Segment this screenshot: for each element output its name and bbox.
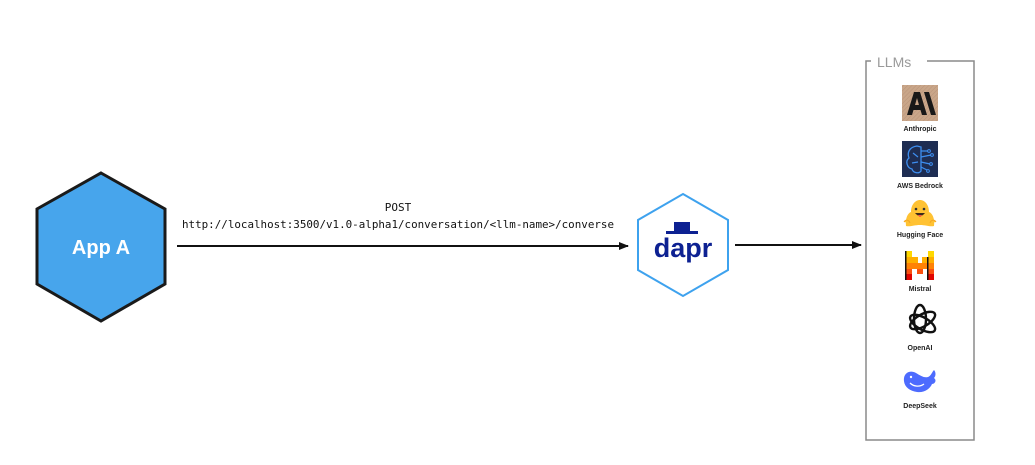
request-url: http://localhost:3500/v1.0-alpha1/conver… <box>182 218 614 231</box>
llm-item-label: Hugging Face <box>897 232 943 239</box>
llm-item-anthropic[interactable]: Anthropic <box>902 85 938 133</box>
openai-icon <box>908 303 937 335</box>
hugging-face-icon <box>903 200 937 227</box>
mistral-icon <box>905 251 934 280</box>
llm-item-label: AWS Bedrock <box>897 183 943 190</box>
request-method: POST <box>385 201 412 214</box>
llm-item-label: Anthropic <box>903 126 936 133</box>
request-edge[interactable]: POST http://localhost:3500/v1.0-alpha1/c… <box>177 201 629 250</box>
dapr-node[interactable]: dapr <box>637 192 729 298</box>
llm-item-hugging-face[interactable]: Hugging Face <box>897 200 943 239</box>
dapr-logo-text: dapr <box>654 233 713 263</box>
llm-item-label: DeepSeek <box>903 403 937 410</box>
llm-item-aws-bedrock[interactable]: AWS Bedrock <box>897 141 943 190</box>
deepseek-icon <box>903 370 936 393</box>
llm-item-deepseek[interactable]: DeepSeek <box>903 370 937 410</box>
aws-bedrock-icon <box>902 141 938 177</box>
app-a-hexagon <box>35 171 167 323</box>
llm-item-openai[interactable]: OpenAI <box>907 303 937 352</box>
app-a-label: App A <box>72 237 130 259</box>
app-a-node[interactable]: App A <box>35 171 167 323</box>
llm-item-mistral[interactable]: Mistral <box>905 251 934 293</box>
dapr-hexagon <box>637 192 729 298</box>
llm-group-frame <box>865 60 975 441</box>
anthropic-icon <box>902 85 938 121</box>
dapr-hat-icon <box>666 222 698 234</box>
llm-group-title: LLMs <box>877 54 911 70</box>
llm-item-label: Mistral <box>909 286 932 293</box>
llm-item-label: OpenAI <box>908 345 933 352</box>
llm-group: LLMs <box>865 54 975 441</box>
